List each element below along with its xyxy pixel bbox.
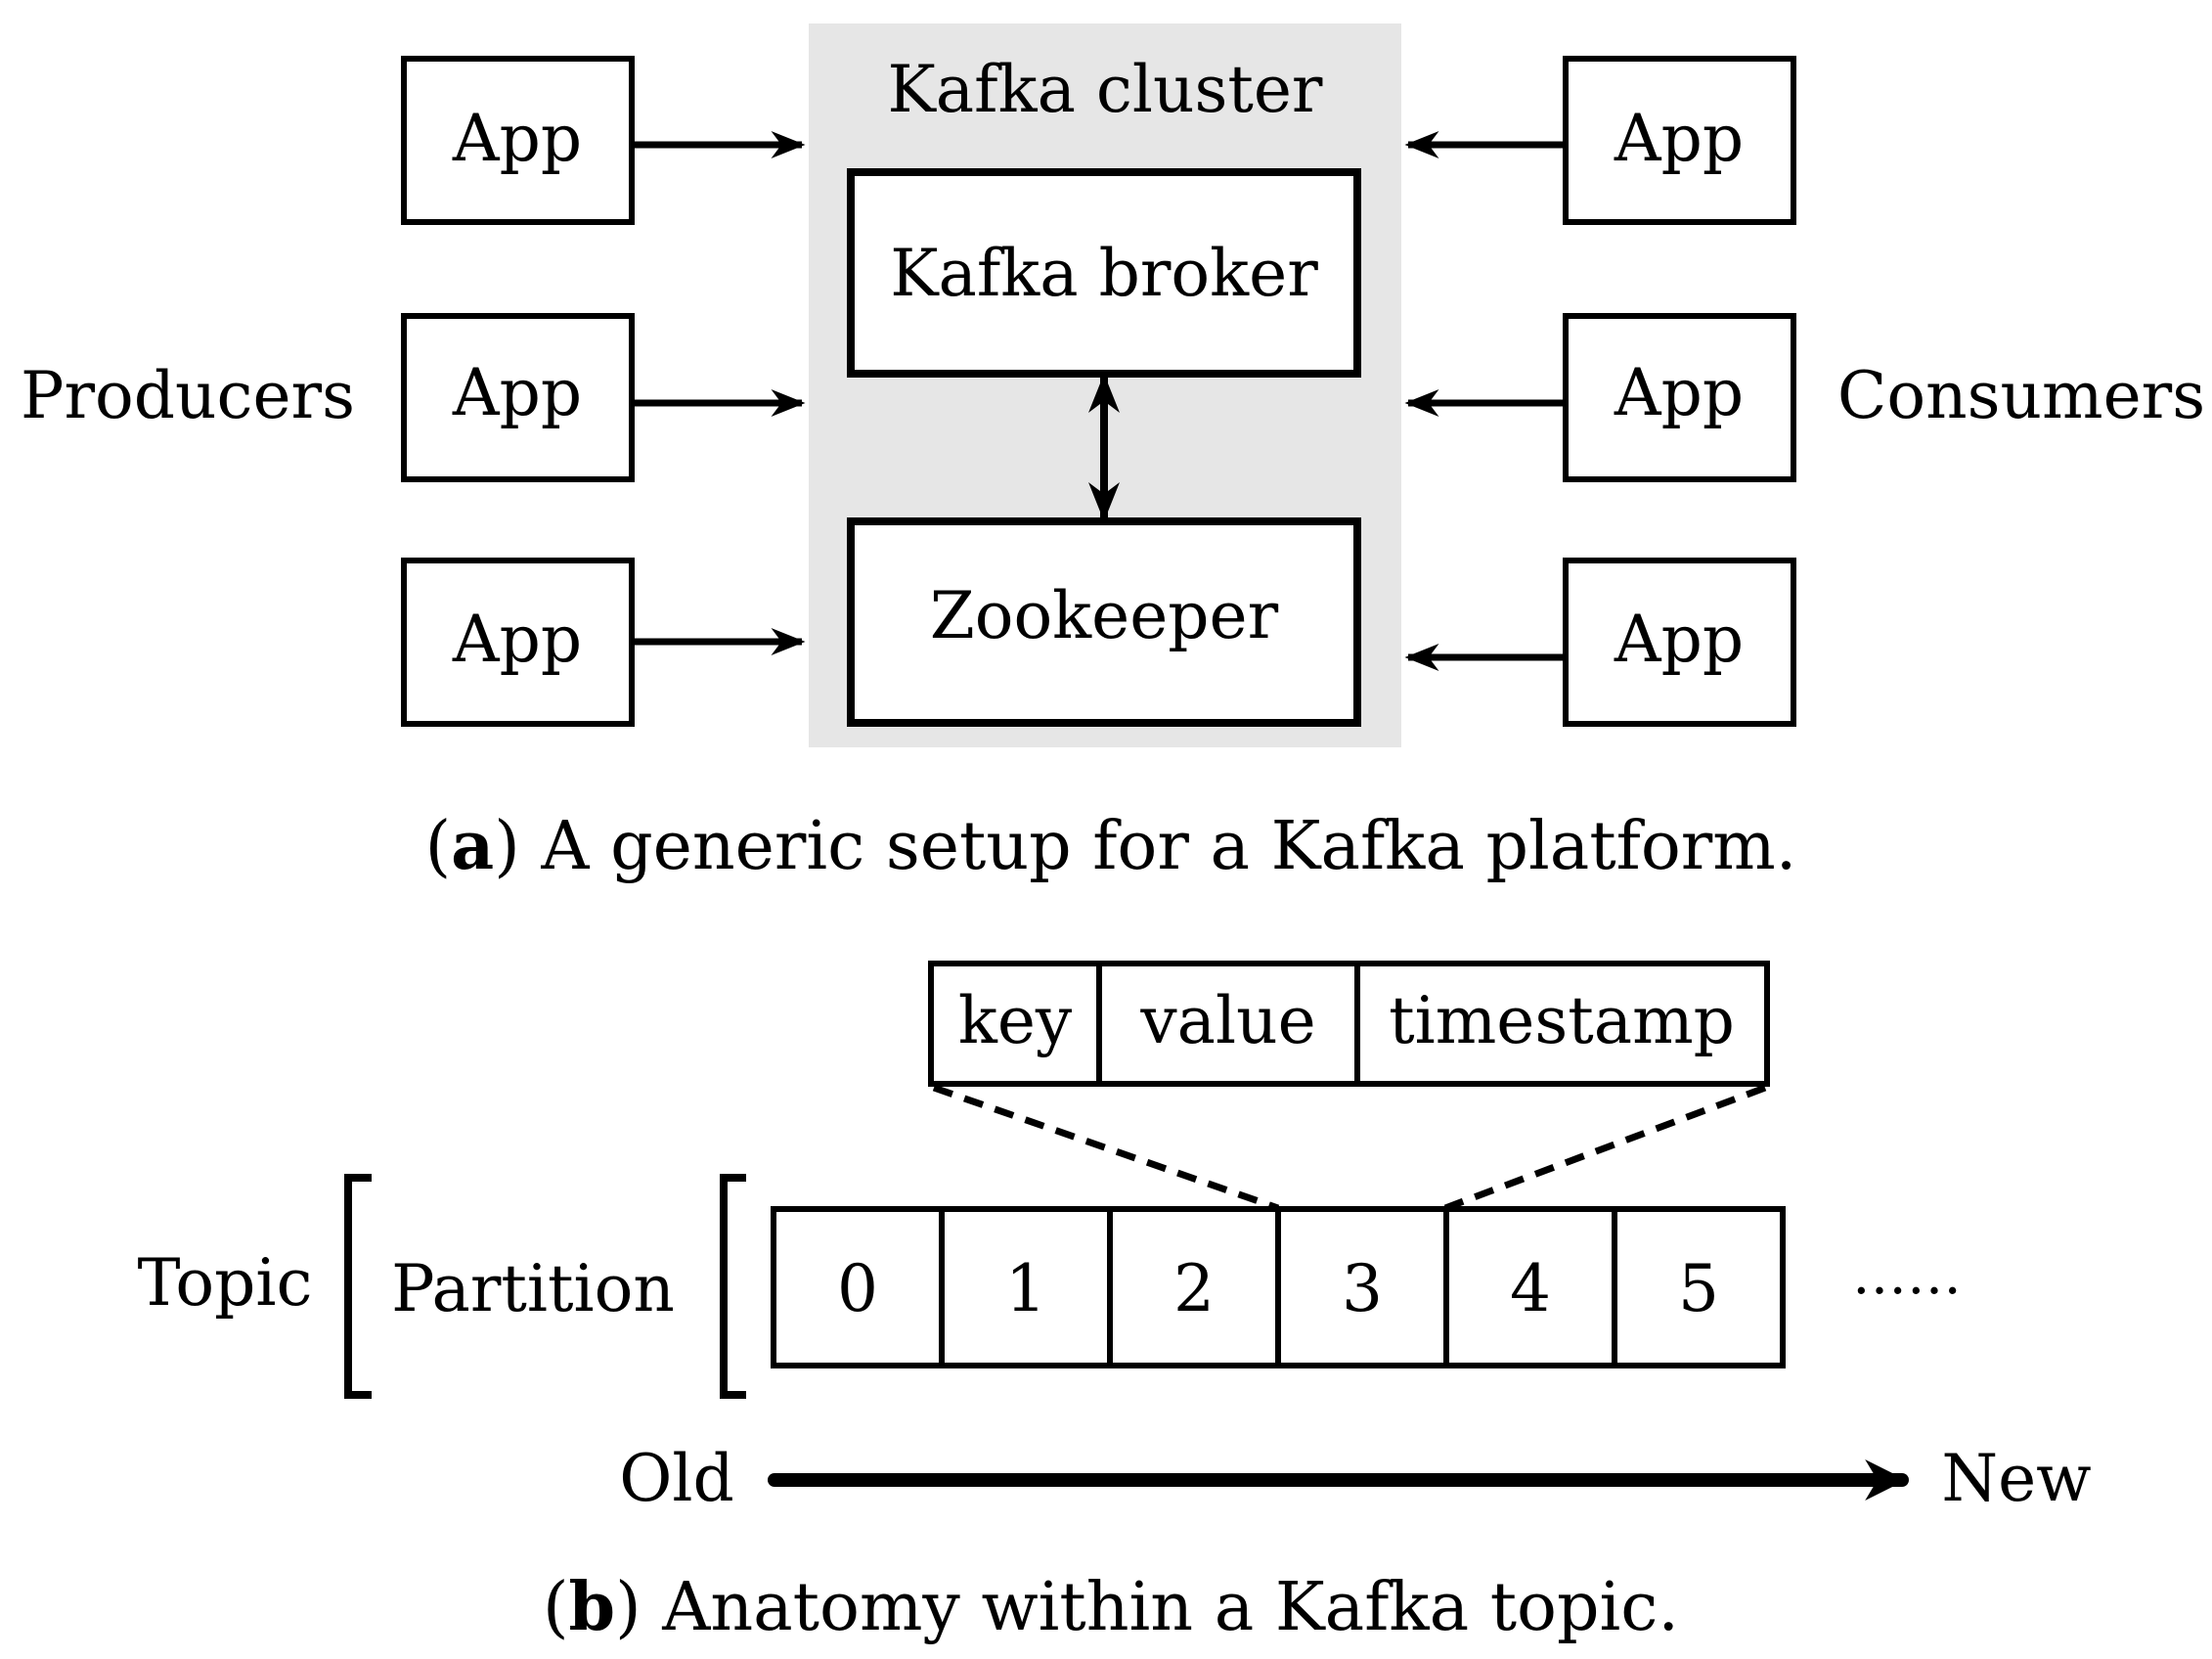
zookeeper-label: Zookeeper bbox=[930, 578, 1279, 653]
offset-label: 1 bbox=[1005, 1251, 1046, 1326]
zoom-line-right bbox=[1443, 1084, 1767, 1212]
caption-b-letter: b bbox=[569, 1568, 616, 1646]
topic-label: Topic bbox=[138, 1245, 313, 1321]
producer-app-label: App bbox=[452, 355, 582, 430]
zookeeper-box bbox=[847, 517, 1361, 727]
consumers-label: Consumers bbox=[1837, 358, 2205, 433]
consumer-app-label: App bbox=[1614, 355, 1744, 430]
consumer-app-box bbox=[1563, 558, 1796, 727]
offset-label: 2 bbox=[1173, 1251, 1215, 1326]
offset-label: 5 bbox=[1678, 1251, 1719, 1326]
kafka-broker-box bbox=[847, 168, 1361, 378]
kafka-cluster-title: Kafka cluster bbox=[888, 52, 1323, 127]
producer-app-box bbox=[401, 313, 635, 482]
figure-b: key value timestamp Topic Partition 0 1 … bbox=[138, 961, 2092, 1646]
consumer-app-label: App bbox=[1614, 602, 1744, 677]
partition-offsets: 0 1 2 3 4 5 bbox=[771, 1206, 1786, 1368]
producer-app-label: App bbox=[452, 602, 582, 677]
offset-label: 3 bbox=[1342, 1251, 1383, 1326]
producer-app-box bbox=[401, 56, 635, 225]
caption-a-text: ) A generic setup for a Kafka platform. bbox=[494, 808, 1796, 885]
new-label: New bbox=[1941, 1441, 2091, 1516]
producer-arrows bbox=[635, 131, 806, 655]
record-field-timestamp: timestamp bbox=[1389, 983, 1735, 1058]
offset-label: 4 bbox=[1510, 1251, 1551, 1326]
consumer-app-label: App bbox=[1614, 101, 1744, 176]
old-label: Old bbox=[619, 1441, 733, 1516]
caption-a-letter: a bbox=[451, 807, 494, 885]
consumer-arrows bbox=[1404, 131, 1563, 671]
producer-apps: App App App bbox=[401, 56, 635, 727]
consumer-app-box bbox=[1563, 56, 1796, 225]
record-field-key: key bbox=[958, 983, 1073, 1058]
caption-b-open: ( bbox=[543, 1569, 569, 1646]
producer-app-box bbox=[401, 558, 635, 727]
consumer-app-box bbox=[1563, 313, 1796, 482]
record-fields: key value timestamp bbox=[928, 961, 1770, 1087]
producer-app-label: App bbox=[452, 101, 582, 176]
topic-bracket bbox=[344, 1174, 372, 1399]
caption-b-text: ) Anatomy within a Kafka topic. bbox=[615, 1569, 1679, 1646]
continuation-ellipsis: …… bbox=[1852, 1243, 1962, 1307]
caption-a: (a) A generic setup for a Kafka platform… bbox=[425, 807, 1797, 885]
caption-a-open: ( bbox=[425, 808, 452, 885]
partition-bracket bbox=[720, 1174, 746, 1399]
zoom-line-left bbox=[932, 1084, 1280, 1212]
producers-label: Producers bbox=[21, 358, 355, 433]
record-field-value: value bbox=[1139, 983, 1315, 1058]
caption-b: (b) Anatomy within a Kafka topic. bbox=[543, 1568, 1679, 1646]
partition-label: Partition bbox=[391, 1251, 675, 1326]
record-box bbox=[928, 961, 1770, 1087]
figure-a: Kafka cluster Kafka broker Zookeeper App… bbox=[21, 23, 2205, 885]
offset-label: 0 bbox=[837, 1251, 878, 1326]
kafka-broker-label: Kafka broker bbox=[890, 236, 1318, 311]
consumer-apps: App App App bbox=[1563, 56, 1796, 727]
